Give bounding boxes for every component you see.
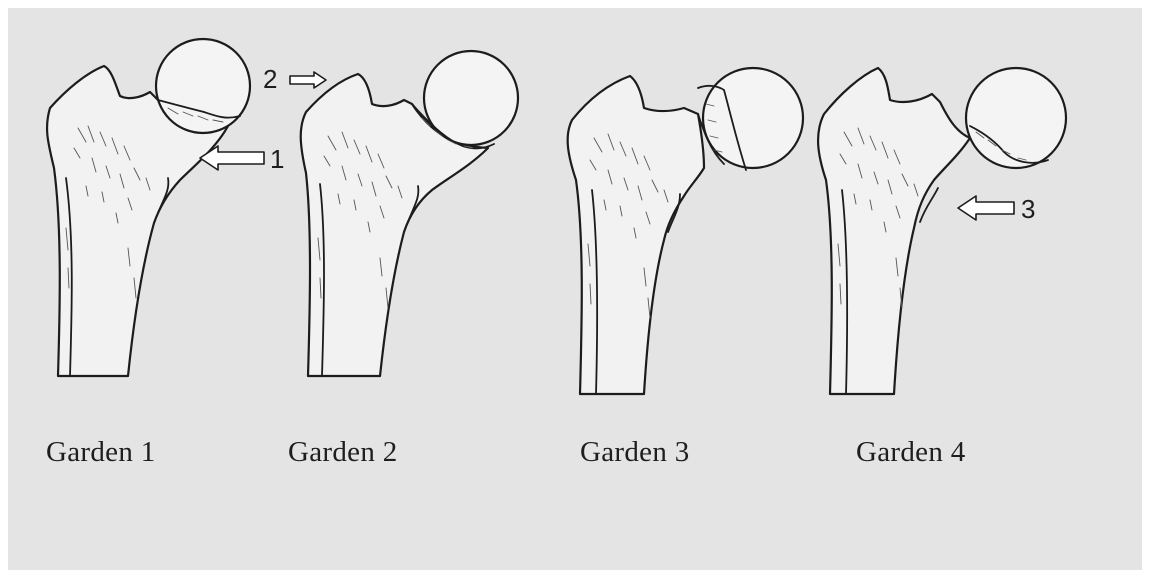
femur-garden-4 [818, 68, 970, 394]
arrow-3-label: 3 [1021, 194, 1035, 224]
arrow-2-label: 2 [263, 64, 277, 94]
garden-classification-figure: 1 2 3 [8, 8, 1142, 570]
caption-garden-2: Garden 2 [288, 436, 398, 469]
femoral-head-garden-1 [156, 39, 250, 133]
caption-garden-4: Garden 4 [856, 436, 966, 469]
arrow-3: 3 [958, 194, 1035, 224]
arrow-1-label: 1 [270, 144, 284, 174]
arrow-2: 2 [263, 64, 326, 94]
femur-garden-3 [568, 76, 704, 394]
femoral-head-garden-4 [966, 68, 1066, 168]
femoral-head-garden-3 [698, 68, 803, 170]
caption-garden-3: Garden 3 [580, 436, 690, 469]
figure-canvas: 1 2 3 Garden 1 Garden 2 Garden 3 Garden … [8, 8, 1142, 570]
caption-garden-1: Garden 1 [46, 436, 156, 469]
